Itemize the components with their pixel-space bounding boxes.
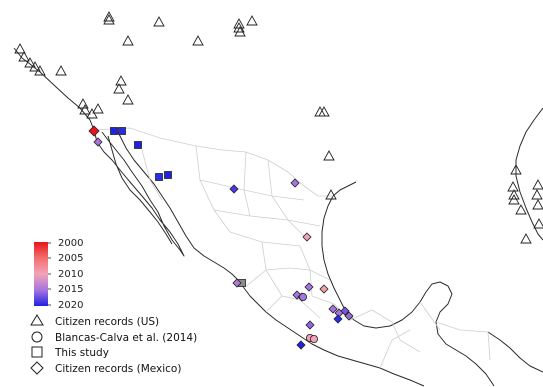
legend-label: Citizen records (US) [55,316,159,328]
mexico-record [304,282,314,292]
coastline-pacific [13,47,185,257]
legend-diamond-icon [30,361,44,375]
legend-square-icon [31,346,43,358]
us-record [234,26,246,37]
us-record [508,189,520,200]
legend: Citizen records (US) Blancas-Calva et al… [30,314,197,375]
coastline-florida [515,107,543,241]
us-record [18,51,30,62]
us-record [508,194,520,205]
us-record [24,57,36,68]
us-record [531,189,543,200]
us-record [86,108,98,119]
blancas-calva-records [298,292,318,343]
us-citizen-records [14,11,543,244]
state-borders [141,145,491,369]
study-record [118,127,126,135]
us-record [153,16,165,27]
us-record [532,179,543,190]
us-record [325,189,337,200]
us-record [246,15,258,26]
study-record [134,141,142,149]
coastline-gulf-of-california [117,131,425,387]
blancas-record [309,334,318,343]
us-record [510,164,522,175]
mexico-record [296,340,306,350]
us-record [532,199,543,210]
mexico-record [344,311,354,321]
mexico-record [232,278,242,288]
us-mexico-border [93,127,333,197]
legend-circle-icon [31,331,43,343]
mexico-record [333,314,343,324]
mexico-record [93,137,103,147]
coastline-texas [332,181,357,197]
us-record [103,14,115,25]
us-record [14,43,26,54]
mexico-record [328,304,338,314]
study-record [110,127,118,135]
mexico-record [302,232,312,242]
us-record [29,61,41,72]
colorbar-gradient [34,242,48,306]
coastline-yucatan [487,331,543,373]
this-study-records [110,127,246,287]
us-record [122,94,134,105]
mexico-record [319,284,329,294]
legend-label: Citizen records (Mexico) [55,363,181,375]
us-record [115,75,127,86]
mexico-record [88,125,100,137]
us-record [318,106,330,117]
us-record [79,104,91,115]
mexico-citizen-records [88,125,354,350]
legend-label: This study [54,347,109,359]
us-record [323,150,335,161]
us-record [92,103,104,114]
us-record [192,35,204,46]
mexico-record [229,184,239,194]
us-record [113,83,125,94]
us-record [515,204,527,215]
blancas-record [298,292,307,301]
mexico-record [340,306,350,316]
study-record [155,173,163,181]
colorbar-tick: 2010 [58,269,83,280]
coastline-gulf-of-mexico [321,195,495,387]
colorbar-tick: 2005 [58,253,83,264]
us-record [233,22,245,33]
colorbar-tick: 2015 [58,284,83,295]
us-record [34,65,46,76]
us-record [533,218,543,229]
legend-triangle-icon [30,314,44,326]
us-record [55,65,67,76]
us-record [77,98,89,109]
us-record [520,233,532,244]
colorbar-tick: 2000 [58,238,83,249]
colorbar-tick: 2020 [58,300,83,311]
mexico-record [305,320,315,330]
colorbar: 2000 2005 2010 2015 2020 [34,238,83,311]
us-record [507,181,519,192]
study-record [164,171,172,179]
coastline-baja-east [107,135,173,245]
mexico-record [290,178,300,188]
legend-label: Blancas-Calva et al. (2014) [55,332,197,344]
us-record [103,11,115,22]
us-record [122,35,134,46]
